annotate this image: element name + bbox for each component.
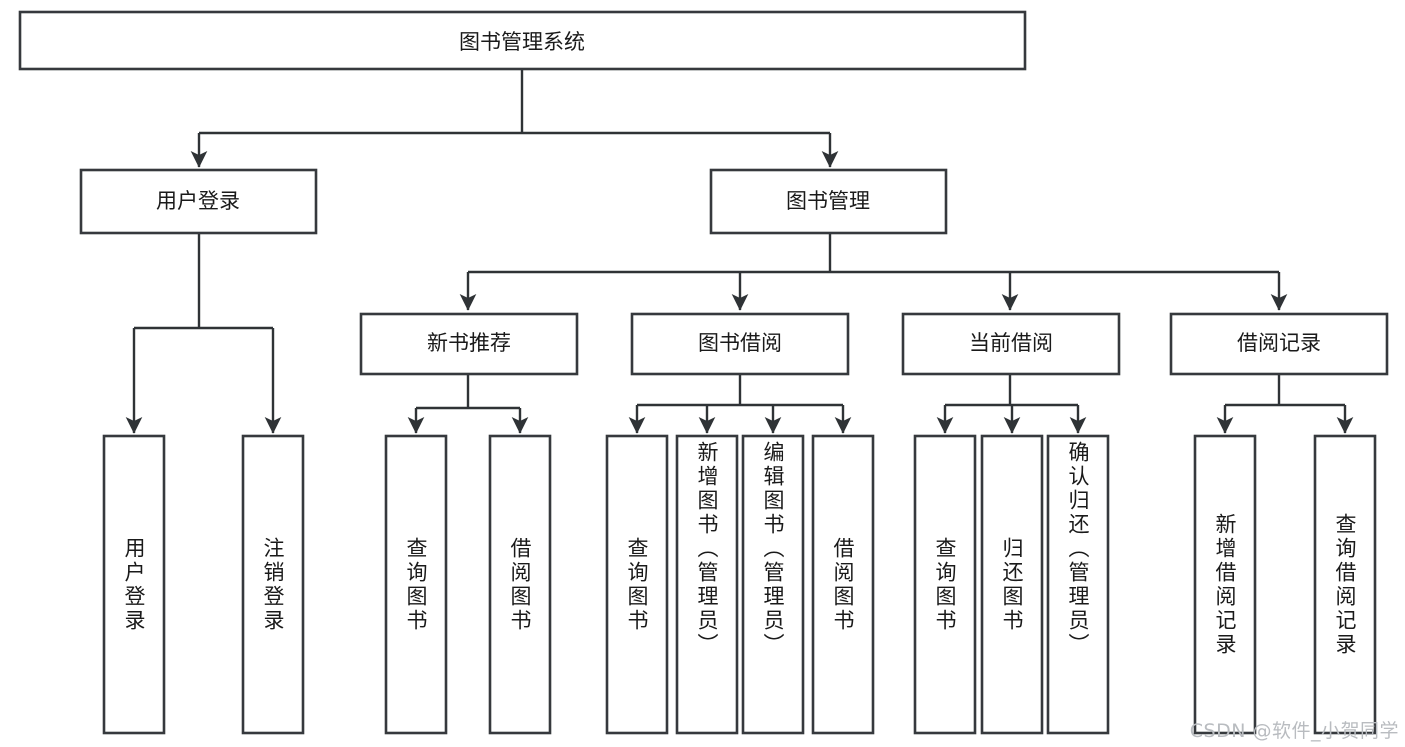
node-new-book-recommend[interactable]: 新书推荐 [359, 312, 579, 376]
node-leaf-user-login[interactable] [102, 434, 166, 735]
node-leaf-return-book[interactable] [980, 434, 1044, 735]
node-leaf-add-record[interactable] [1193, 434, 1257, 735]
watermark: CSDN @软件_小贺同学 [1189, 720, 1399, 742]
node-current-borrow-label: 当前借阅 [969, 331, 1053, 355]
node-current-borrow[interactable]: 当前借阅 [901, 312, 1121, 376]
node-leaf-query-book-3[interactable] [913, 434, 977, 735]
node-root[interactable]: 图书管理系统 [18, 10, 1027, 71]
node-leaf-query-book-2[interactable] [605, 434, 669, 735]
node-leaf-add-book[interactable] [675, 434, 739, 735]
leaf-rects [102, 434, 1377, 735]
node-borrow-record[interactable]: 借阅记录 [1169, 312, 1389, 376]
edge-borrowrecord-to-leaves [1216, 374, 1354, 434]
node-leaf-user-logout[interactable] [241, 434, 305, 735]
edge-currentborrow-to-leaves [936, 374, 1087, 434]
node-leaf-query-record[interactable] [1313, 434, 1377, 735]
edge-bookmanage-to-level3 [459, 233, 1288, 311]
node-book-borrow[interactable]: 图书借阅 [630, 312, 850, 376]
node-leaf-edit-book[interactable] [741, 434, 805, 735]
node-user-login[interactable]: 用户登录 [79, 168, 318, 235]
edge-newbook-to-leaves [407, 374, 529, 434]
node-book-manage[interactable]: 图书管理 [709, 168, 948, 235]
node-root-label: 图书管理系统 [459, 30, 585, 54]
edge-userlogin-to-leaves [125, 233, 282, 434]
node-leaf-query-book-1[interactable] [384, 434, 448, 735]
edge-bookborrow-to-leaves [628, 374, 852, 434]
edge-root-to-level2 [190, 69, 839, 168]
node-leaf-borrow-book-2[interactable] [811, 434, 875, 735]
node-user-login-label: 用户登录 [156, 189, 240, 213]
node-new-book-recommend-label: 新书推荐 [427, 331, 511, 355]
node-leaf-borrow-book-1[interactable] [488, 434, 552, 735]
node-borrow-record-label: 借阅记录 [1237, 331, 1321, 355]
node-leaf-confirm-return[interactable] [1046, 434, 1110, 735]
node-book-manage-label: 图书管理 [786, 189, 870, 213]
node-book-borrow-label: 图书借阅 [698, 331, 782, 355]
